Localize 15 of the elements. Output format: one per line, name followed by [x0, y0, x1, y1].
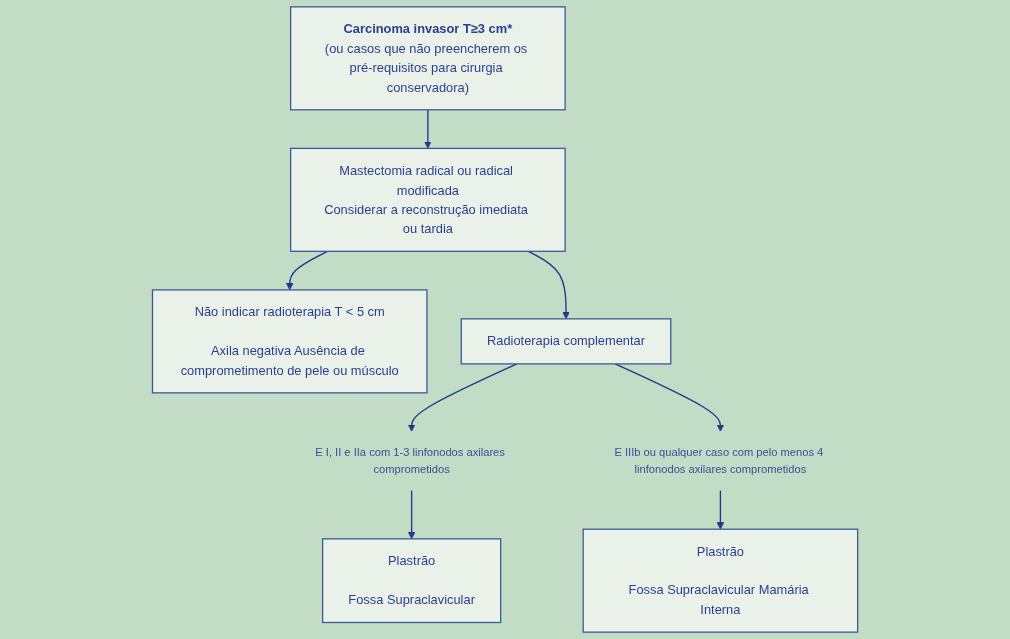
arrow: [407, 363, 518, 432]
arrow: [527, 250, 570, 320]
node-text: E IIIb ou qualquer caso com pelo menos 4 linfonodos axilares comprometidos: [614, 446, 824, 476]
node-box: Não indicar radioterapia T < 5 cm Axila negativa Ausência de comprometimento de pele ou músculo: [151, 289, 428, 394]
node-text: E I, II e IIa com 1-3 linfonodos axilares comprometidos: [315, 446, 505, 476]
arrow: [424, 109, 432, 149]
node-box: Mastectomia radical ou radical modificada Considerar a reconstrução imediata ou tardia: [289, 147, 566, 252]
arrow: [614, 363, 725, 432]
node-box: Plastrão Fossa Supraclavicular Mamária Interna: [582, 528, 859, 633]
node-box: Carcinoma invasor T≥3 cm* (ou casos que não preencherem os pré-requisitos para cirurgia conservadora): [289, 6, 566, 111]
arrow: [407, 489, 416, 540]
node-box: Radioterapia complementar: [460, 318, 672, 365]
arrow: [716, 489, 725, 530]
arrow: [285, 250, 328, 291]
node-box: Plastrão Fossa Supraclavicular: [321, 538, 502, 624]
